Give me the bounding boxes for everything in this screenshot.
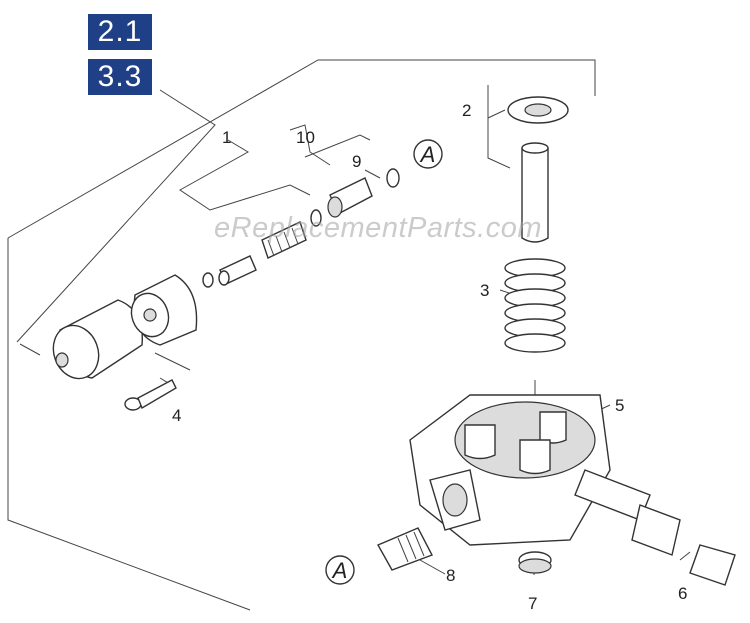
o-ring-9-part[interactable] — [386, 168, 400, 188]
callout-2: 2 — [462, 101, 471, 120]
washer-part[interactable] — [507, 96, 569, 124]
piston-part[interactable] — [521, 142, 549, 243]
callout-10: 10 — [296, 128, 315, 147]
check-valve-part[interactable] — [377, 527, 433, 571]
valve-pin-part[interactable] — [218, 255, 257, 286]
section-badge-2-1[interactable]: 2.1 — [88, 14, 152, 50]
spring-part[interactable] — [504, 258, 566, 353]
section-badge-3-3[interactable]: 3.3 — [88, 59, 152, 95]
valve-spring-part[interactable] — [261, 221, 307, 259]
seal-part[interactable] — [518, 551, 552, 574]
callout-8: 8 — [446, 566, 455, 585]
o-ring-small-part[interactable] — [310, 209, 322, 227]
callout-1: 1 — [222, 128, 231, 147]
valve-seat-part[interactable] — [327, 177, 373, 218]
valve-cap-part[interactable] — [46, 299, 143, 385]
reference-mark-a-bottom: A — [325, 555, 355, 585]
callout-5: 5 — [615, 396, 624, 415]
callout-3: 3 — [480, 281, 489, 300]
diagram-frame — [7, 59, 596, 611]
screw-part[interactable] — [124, 379, 177, 411]
reference-mark-a-top: A — [413, 139, 443, 169]
callout-9: 9 — [352, 152, 361, 171]
callout-7: 7 — [528, 594, 537, 613]
svg-text:A: A — [419, 142, 436, 167]
watermark-text: eReplacementParts.com — [214, 212, 543, 244]
fitting-part[interactable] — [631, 504, 736, 586]
pump-head-part[interactable] — [409, 394, 651, 546]
callout-4: 4 — [172, 406, 181, 425]
svg-text:A: A — [331, 558, 348, 583]
valve-body-part[interactable] — [126, 274, 198, 346]
callout-6: 6 — [678, 584, 687, 603]
o-ring-part[interactable] — [202, 272, 214, 288]
